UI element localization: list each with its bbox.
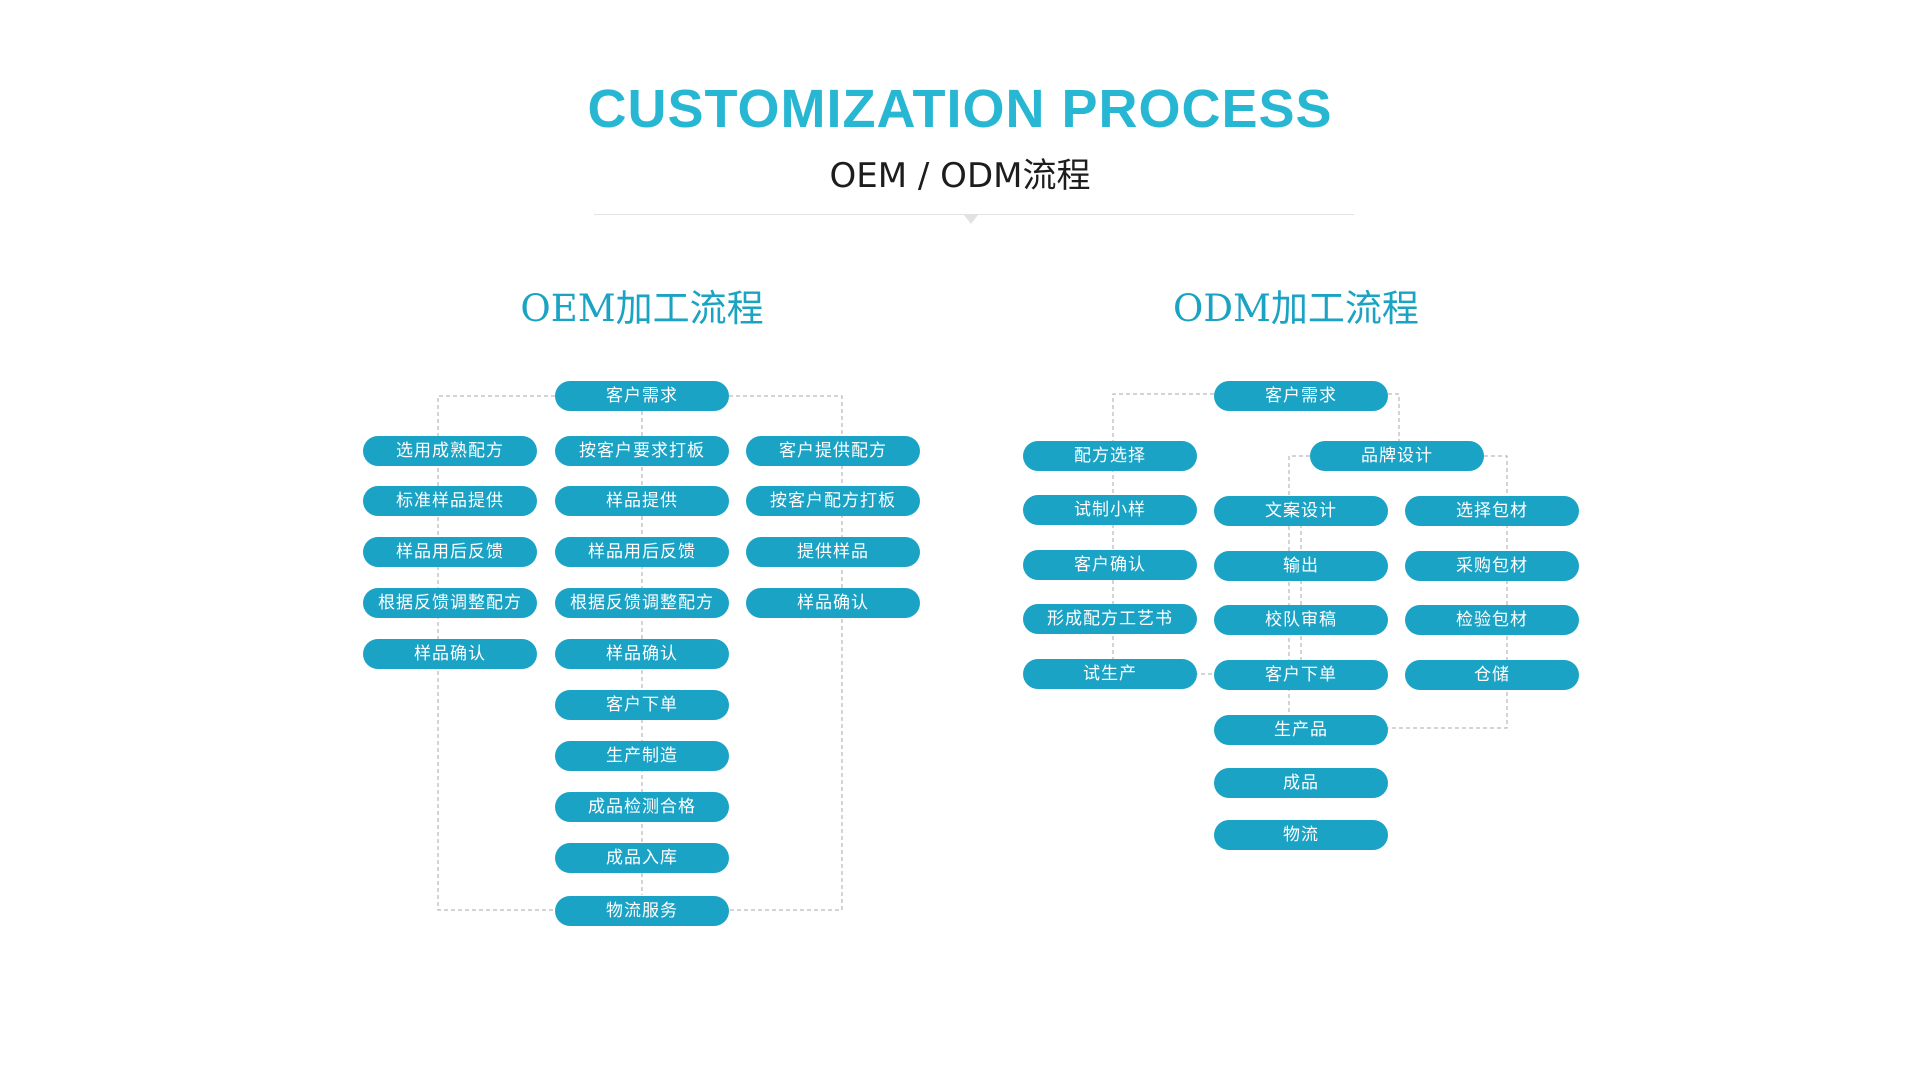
oem-connector-right <box>729 395 843 911</box>
oem-left-node: 选用成熟配方 <box>363 436 537 466</box>
oem-left-node: 根据反馈调整配方 <box>363 588 537 618</box>
oem-section-title: OEM加工流程 <box>520 287 764 330</box>
odm-left-node: 形成配方工艺书 <box>1023 604 1197 634</box>
odm-left-node: 配方选择 <box>1023 441 1197 471</box>
page-title: CUSTOMIZATION PROCESS <box>587 79 1333 139</box>
odm-center-node: 输出 <box>1214 551 1388 581</box>
odm-center-node: 文案设计 <box>1214 496 1388 526</box>
oem-center-node: 按客户要求打板 <box>555 436 729 466</box>
oem-center-node: 样品确认 <box>555 639 729 669</box>
oem-center-node: 样品提供 <box>555 486 729 516</box>
oem-center-node: 生产制造 <box>555 741 729 771</box>
divider-arrow-icon <box>964 215 978 224</box>
odm-right-node: 仓储 <box>1405 660 1579 690</box>
oem-right-node: 提供样品 <box>746 537 920 567</box>
odm-left-node: 试制小样 <box>1023 495 1197 525</box>
oem-center-node: 根据反馈调整配方 <box>555 588 729 618</box>
oem-center-node: 客户下单 <box>555 690 729 720</box>
oem-center-node: 成品检测合格 <box>555 792 729 822</box>
oem-center-node: 样品用后反馈 <box>555 537 729 567</box>
odm-center-node: 客户下单 <box>1214 660 1388 690</box>
oem-right-node: 按客户配方打板 <box>746 486 920 516</box>
title-divider <box>594 214 1354 215</box>
oem-left-node: 样品确认 <box>363 639 537 669</box>
odm-center-node: 生产品 <box>1214 715 1388 745</box>
oem-left-node: 样品用后反馈 <box>363 537 537 567</box>
oem-center-node: 成品入库 <box>555 843 729 873</box>
page-subtitle: OEM / ODM流程 <box>829 156 1091 196</box>
odm-right-node: 检验包材 <box>1405 605 1579 635</box>
odm-section-title: ODM加工流程 <box>1173 287 1419 330</box>
odm-left-node: 试生产 <box>1023 659 1197 689</box>
oem-right-node: 客户提供配方 <box>746 436 920 466</box>
odm-right-node: 采购包材 <box>1405 551 1579 581</box>
odm-right-node: 选择包材 <box>1405 496 1579 526</box>
odm-center-node: 物流 <box>1214 820 1388 850</box>
odm-connector-left <box>1112 393 1214 675</box>
oem-left-node: 标准样品提供 <box>363 486 537 516</box>
oem-center-node: 客户需求 <box>555 381 729 411</box>
oem-center-node: 物流服务 <box>555 896 729 926</box>
odm-left-node: 客户确认 <box>1023 550 1197 580</box>
oem-right-node: 样品确认 <box>746 588 920 618</box>
odm-center-node: 成品 <box>1214 768 1388 798</box>
odm-brand-node: 品牌设计 <box>1310 441 1484 471</box>
odm-center-node: 校队审稿 <box>1214 605 1388 635</box>
odm-top-node: 客户需求 <box>1214 381 1388 411</box>
